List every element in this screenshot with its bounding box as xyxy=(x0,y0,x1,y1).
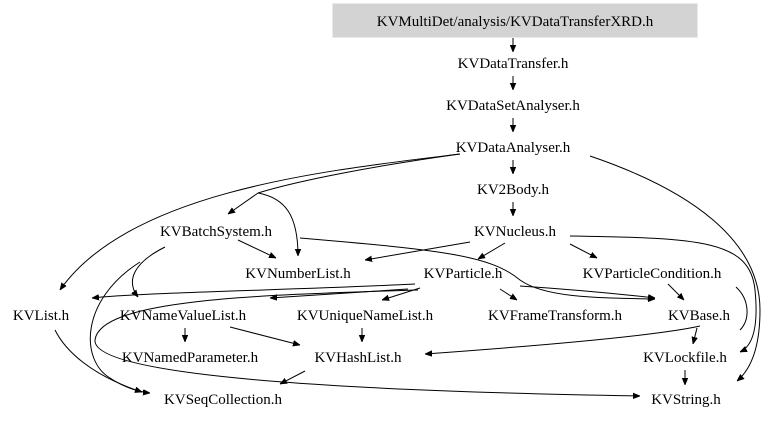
node-data-set-analyser[interactable]: KVDataSetAnalyser.h xyxy=(446,98,580,114)
node-name-value-list[interactable]: KVNameValueList.h xyxy=(120,308,247,324)
edge-particlecondition-to-base xyxy=(667,283,684,300)
node-seq-collection[interactable]: KVSeqCollection.h xyxy=(164,392,282,408)
node-nucleus[interactable]: KVNucleus.h xyxy=(474,224,557,240)
edge-nucleus-to-particle xyxy=(478,242,506,259)
node-root-box xyxy=(332,3,698,38)
edge-dataanalyser-to-numberlist xyxy=(257,192,298,256)
node-particle-condition[interactable]: KVParticleCondition.h xyxy=(583,266,722,282)
node-unique-name-list[interactable]: KVUniqueNameList.h xyxy=(297,308,434,324)
node-particle[interactable]: KVParticle.h xyxy=(424,266,503,282)
edge-dataanalyser-to-batchsystem xyxy=(228,192,259,214)
node-string[interactable]: KVString.h xyxy=(651,392,721,408)
edge-batchsystem-to-base xyxy=(299,237,655,299)
node-data-transfer[interactable]: KVDataTransfer.h xyxy=(458,56,569,72)
graph-nodes: KVMultiDet/analysis/KVDataTransferXRD.h … xyxy=(13,3,731,408)
node-lockfile[interactable]: KVLockfile.h xyxy=(643,350,727,366)
edge-nucleus-to-particlecondition xyxy=(569,243,597,259)
node-2body[interactable]: KV2Body.h xyxy=(477,182,549,198)
edge-nucleus-to-lockfile xyxy=(569,235,757,353)
edge-base-to-lockfile xyxy=(693,327,697,344)
node-data-analyser[interactable]: KVDataAnalyser.h xyxy=(456,140,571,156)
edge-namevaluelist-to-hashlist xyxy=(229,326,300,345)
edge-particle-to-namevaluelist xyxy=(270,288,409,298)
edge-particle-to-string xyxy=(94,289,640,396)
node-root[interactable]: KVMultiDet/analysis/KVDataTransferXRD.h xyxy=(332,3,698,38)
edge-base-to-hashlist xyxy=(425,325,701,354)
edge-nucleus-to-numberlist xyxy=(365,241,471,260)
edge-dataanalyser-branch xyxy=(257,153,461,194)
edge-hashlist-to-seqcollection xyxy=(280,370,306,385)
edge-batchsystem-to-namevaluelist xyxy=(132,246,166,297)
node-hash-list[interactable]: KVHashList.h xyxy=(314,350,402,366)
node-named-parameter[interactable]: KVNamedParameter.h xyxy=(122,350,259,366)
edge-particlecondition-to-lockfile xyxy=(735,286,748,331)
node-frame-transform[interactable]: KVFrameTransform.h xyxy=(488,308,623,324)
edge-particle-to-frametransform xyxy=(499,288,517,300)
node-list[interactable]: KVList.h xyxy=(13,308,70,324)
edge-dataanalyser-to-list xyxy=(60,153,461,290)
node-batch-system[interactable]: KVBatchSystem.h xyxy=(160,224,273,240)
node-base[interactable]: KVBase.h xyxy=(668,308,731,324)
edge-dataanalyser-to-string xyxy=(589,155,761,381)
node-root-label: KVMultiDet/analysis/KVDataTransferXRD.h xyxy=(377,14,654,30)
edge-particle-to-base xyxy=(519,285,655,298)
graph-edges xyxy=(54,38,761,396)
edge-batchsystem-to-numberlist xyxy=(237,239,276,259)
edge-list-to-seqcollection xyxy=(54,329,142,392)
node-number-list[interactable]: KVNumberList.h xyxy=(245,266,351,282)
edge-particle-to-list xyxy=(92,283,416,298)
